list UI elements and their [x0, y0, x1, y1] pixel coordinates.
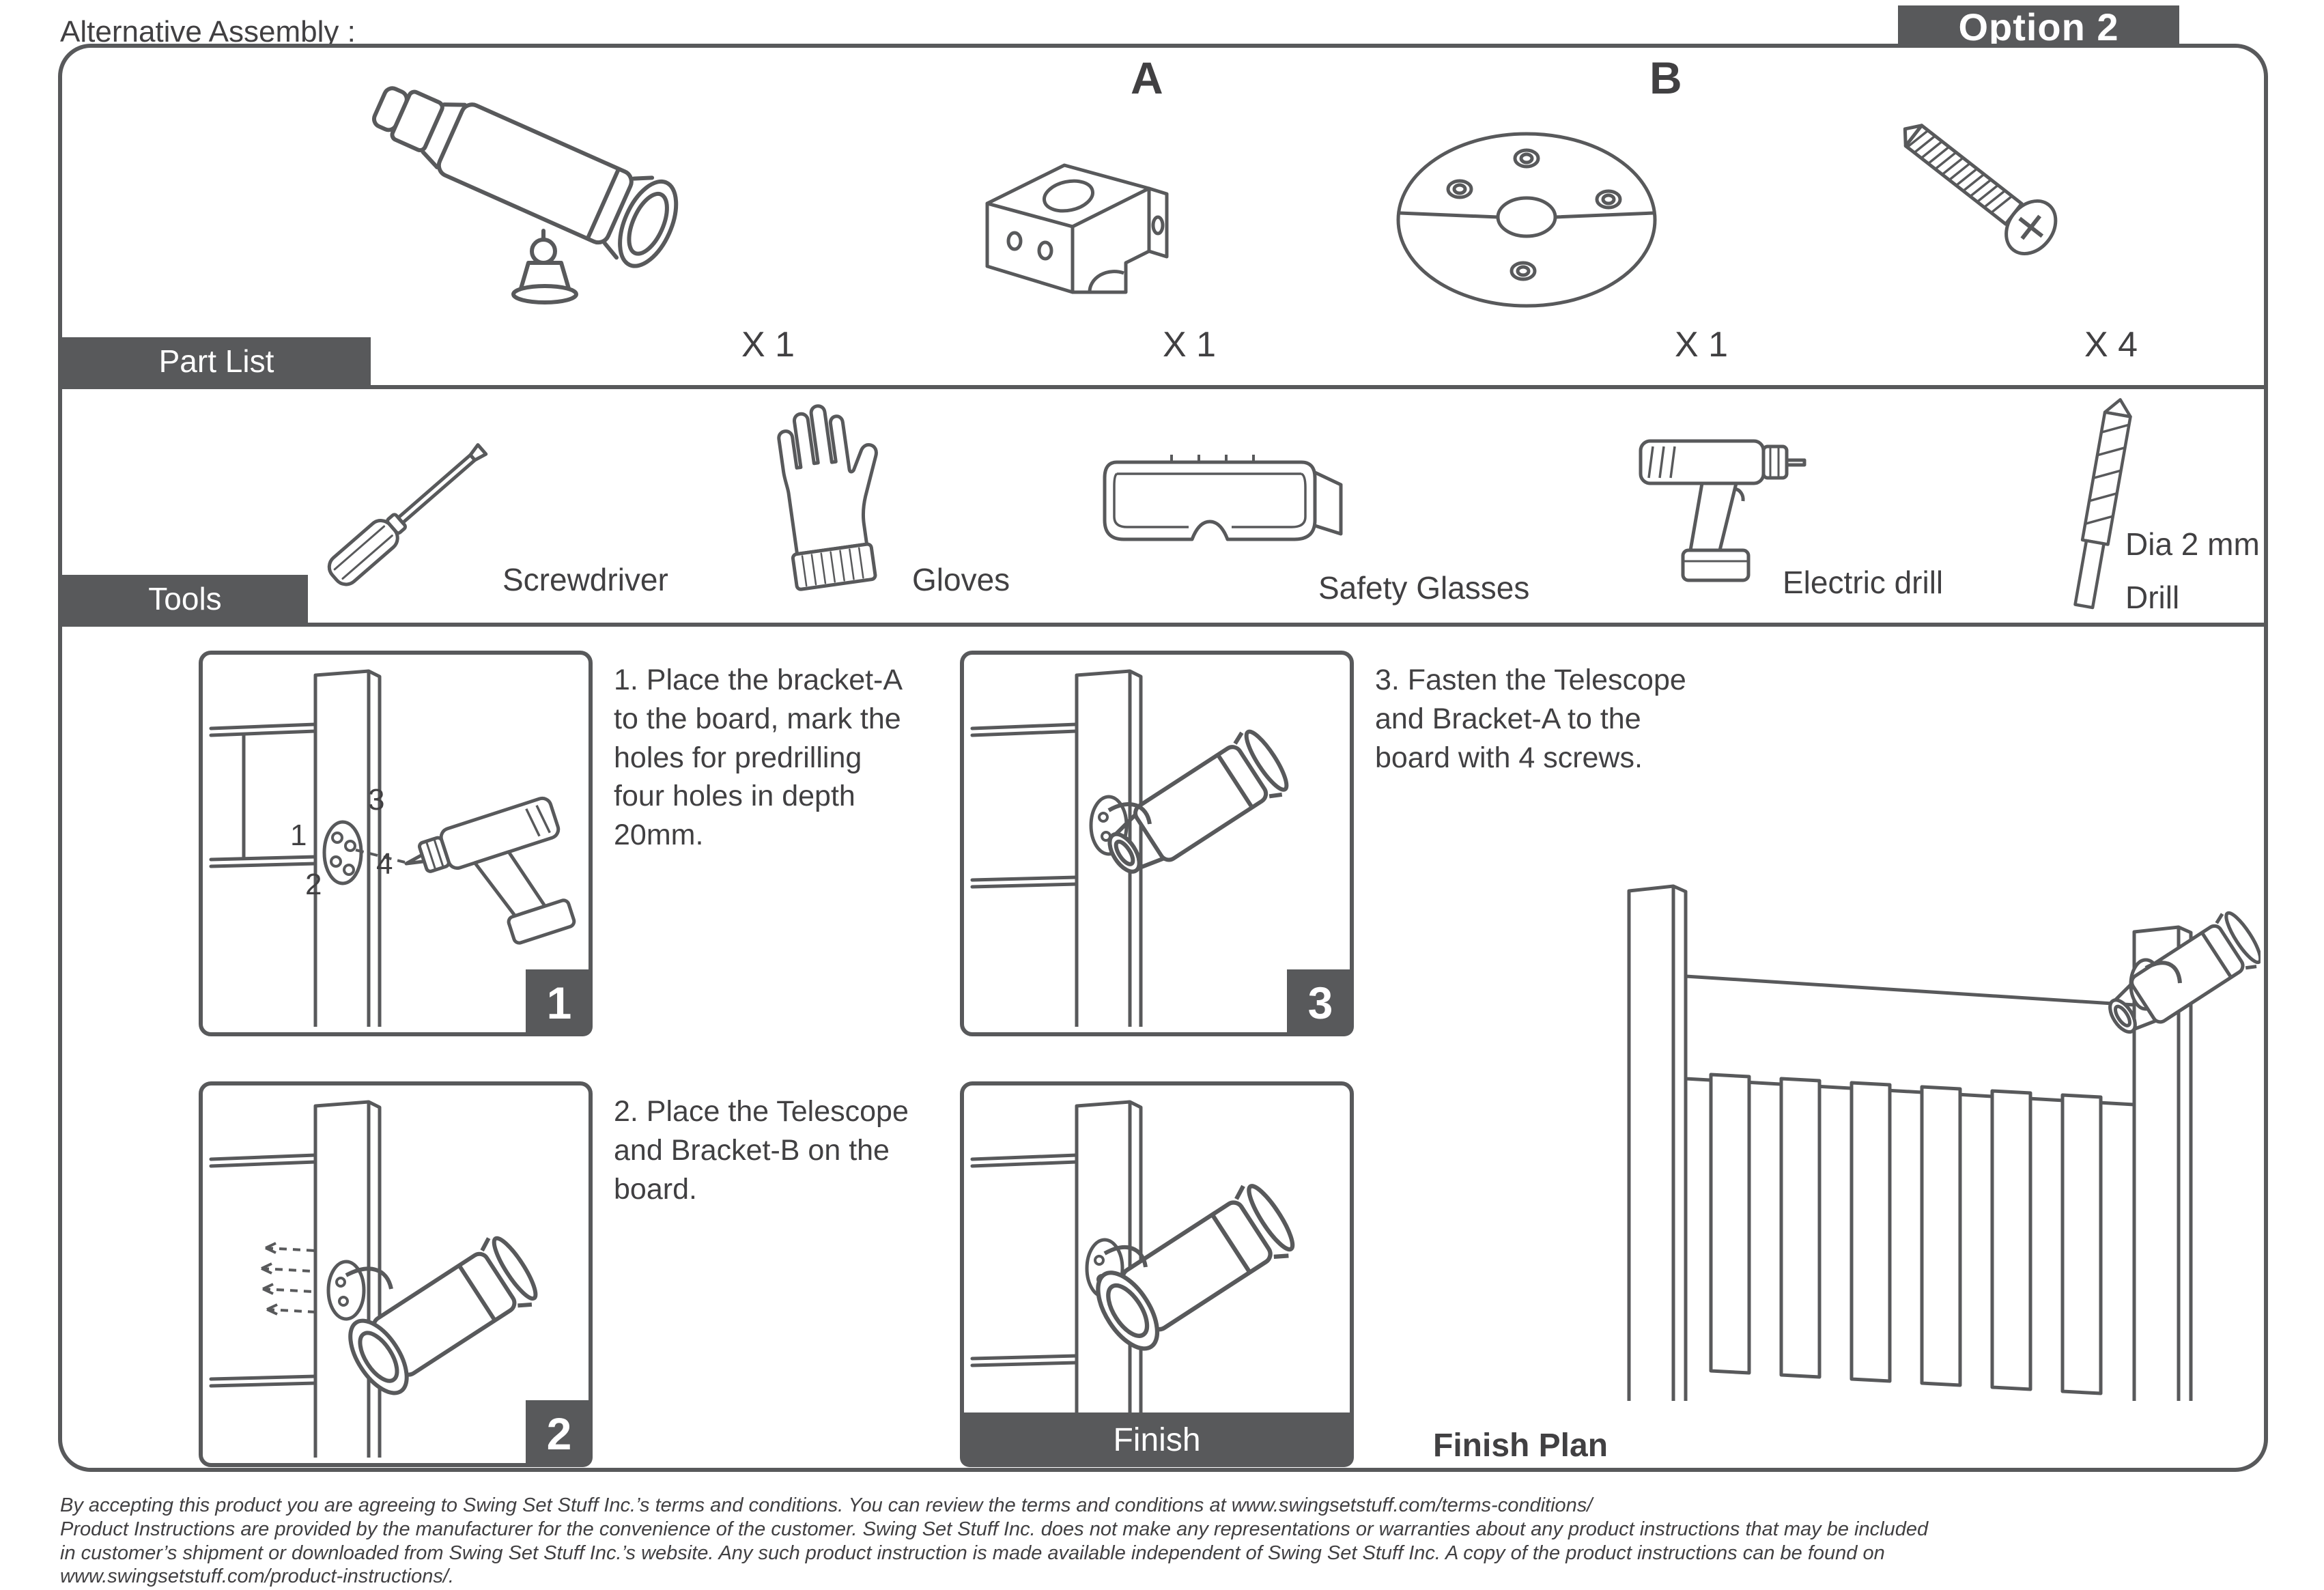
electric-drill-icon	[1639, 439, 1806, 582]
legal-line-1: By accepting this product you are agreei…	[60, 1494, 1593, 1516]
gloves-icon	[777, 404, 878, 591]
bracket-a-letter: A	[1131, 53, 1163, 103]
telescope-part-icon	[371, 86, 679, 304]
finish-badge: Finish	[960, 1412, 1354, 1467]
legal-line-3: in customer’s shipment or downloaded fro…	[60, 1542, 1885, 1564]
screwdriver-icon	[327, 443, 488, 586]
step1-drawing	[209, 669, 576, 1027]
step2-drawing	[209, 1100, 589, 1458]
step3-text: 3. Fasten the Telescope and Bracket-A to…	[1375, 664, 1686, 774]
hole-label-3: 3	[368, 783, 385, 817]
step1-badge: 1	[526, 969, 593, 1036]
finish-plan-drawing	[1627, 884, 2261, 1401]
bracket-b-part-icon	[1396, 132, 1657, 308]
bracket-b-qty: X 1	[1675, 325, 1729, 365]
gloves-label: Gloves	[912, 562, 1010, 597]
part-list-label: Part List	[62, 337, 371, 385]
step3-drawing	[970, 669, 1350, 1027]
step2-text: 2. Place the Telescope and Bracket-B on …	[614, 1095, 909, 1206]
step1-text: 1. Place the bracket-A to the board, mar…	[614, 664, 903, 851]
hole-label-2: 2	[305, 868, 322, 901]
safety-glasses-label: Safety Glasses	[1318, 570, 1530, 606]
legal-line-2: Product Instructions are provided by the…	[60, 1518, 1929, 1540]
finish-plan-label: Finish Plan	[1433, 1428, 1609, 1464]
step1-panel: 1 2 3 4 1	[199, 651, 593, 1036]
divider-part-list	[62, 385, 2264, 389]
safety-glasses-icon	[1103, 455, 1343, 541]
finish-drawing	[970, 1100, 1350, 1458]
drill-bit-icon	[2073, 398, 2132, 610]
telescope-qty: X 1	[741, 325, 795, 365]
tools-label: Tools	[62, 575, 308, 623]
electric-drill-label: Electric drill	[1783, 565, 1944, 600]
step3-badge: 3	[1287, 969, 1354, 1036]
screw-qty: X 4	[2084, 325, 2138, 365]
screwdriver-label: Screwdriver	[502, 562, 668, 597]
legal-footer: By accepting this product you are agreei…	[60, 1494, 2272, 1589]
bracket-a-qty: X 1	[1163, 325, 1217, 365]
screw-part-icon	[1903, 124, 2058, 255]
legal-line-4: www.swingsetstuff.com/product-instructio…	[60, 1565, 454, 1588]
step2-panel: 2	[199, 1081, 593, 1467]
drill-bit-label: Dia 2 mm Drill	[2125, 526, 2260, 616]
main-frame: Part List X 1 A	[58, 44, 2268, 1472]
step3-panel: 3	[960, 651, 1354, 1036]
bracket-b-letter: B	[1649, 53, 1682, 103]
bracket-a-part-icon	[985, 163, 1169, 294]
option-badge: Option 2	[1898, 5, 2179, 48]
finish-panel: Finish	[960, 1081, 1354, 1467]
divider-tools	[62, 623, 2264, 627]
step2-badge: 2	[526, 1400, 593, 1467]
page-title: Alternative Assembly :	[60, 15, 356, 48]
hole-label-4: 4	[376, 847, 393, 881]
hole-label-1: 1	[290, 819, 307, 852]
